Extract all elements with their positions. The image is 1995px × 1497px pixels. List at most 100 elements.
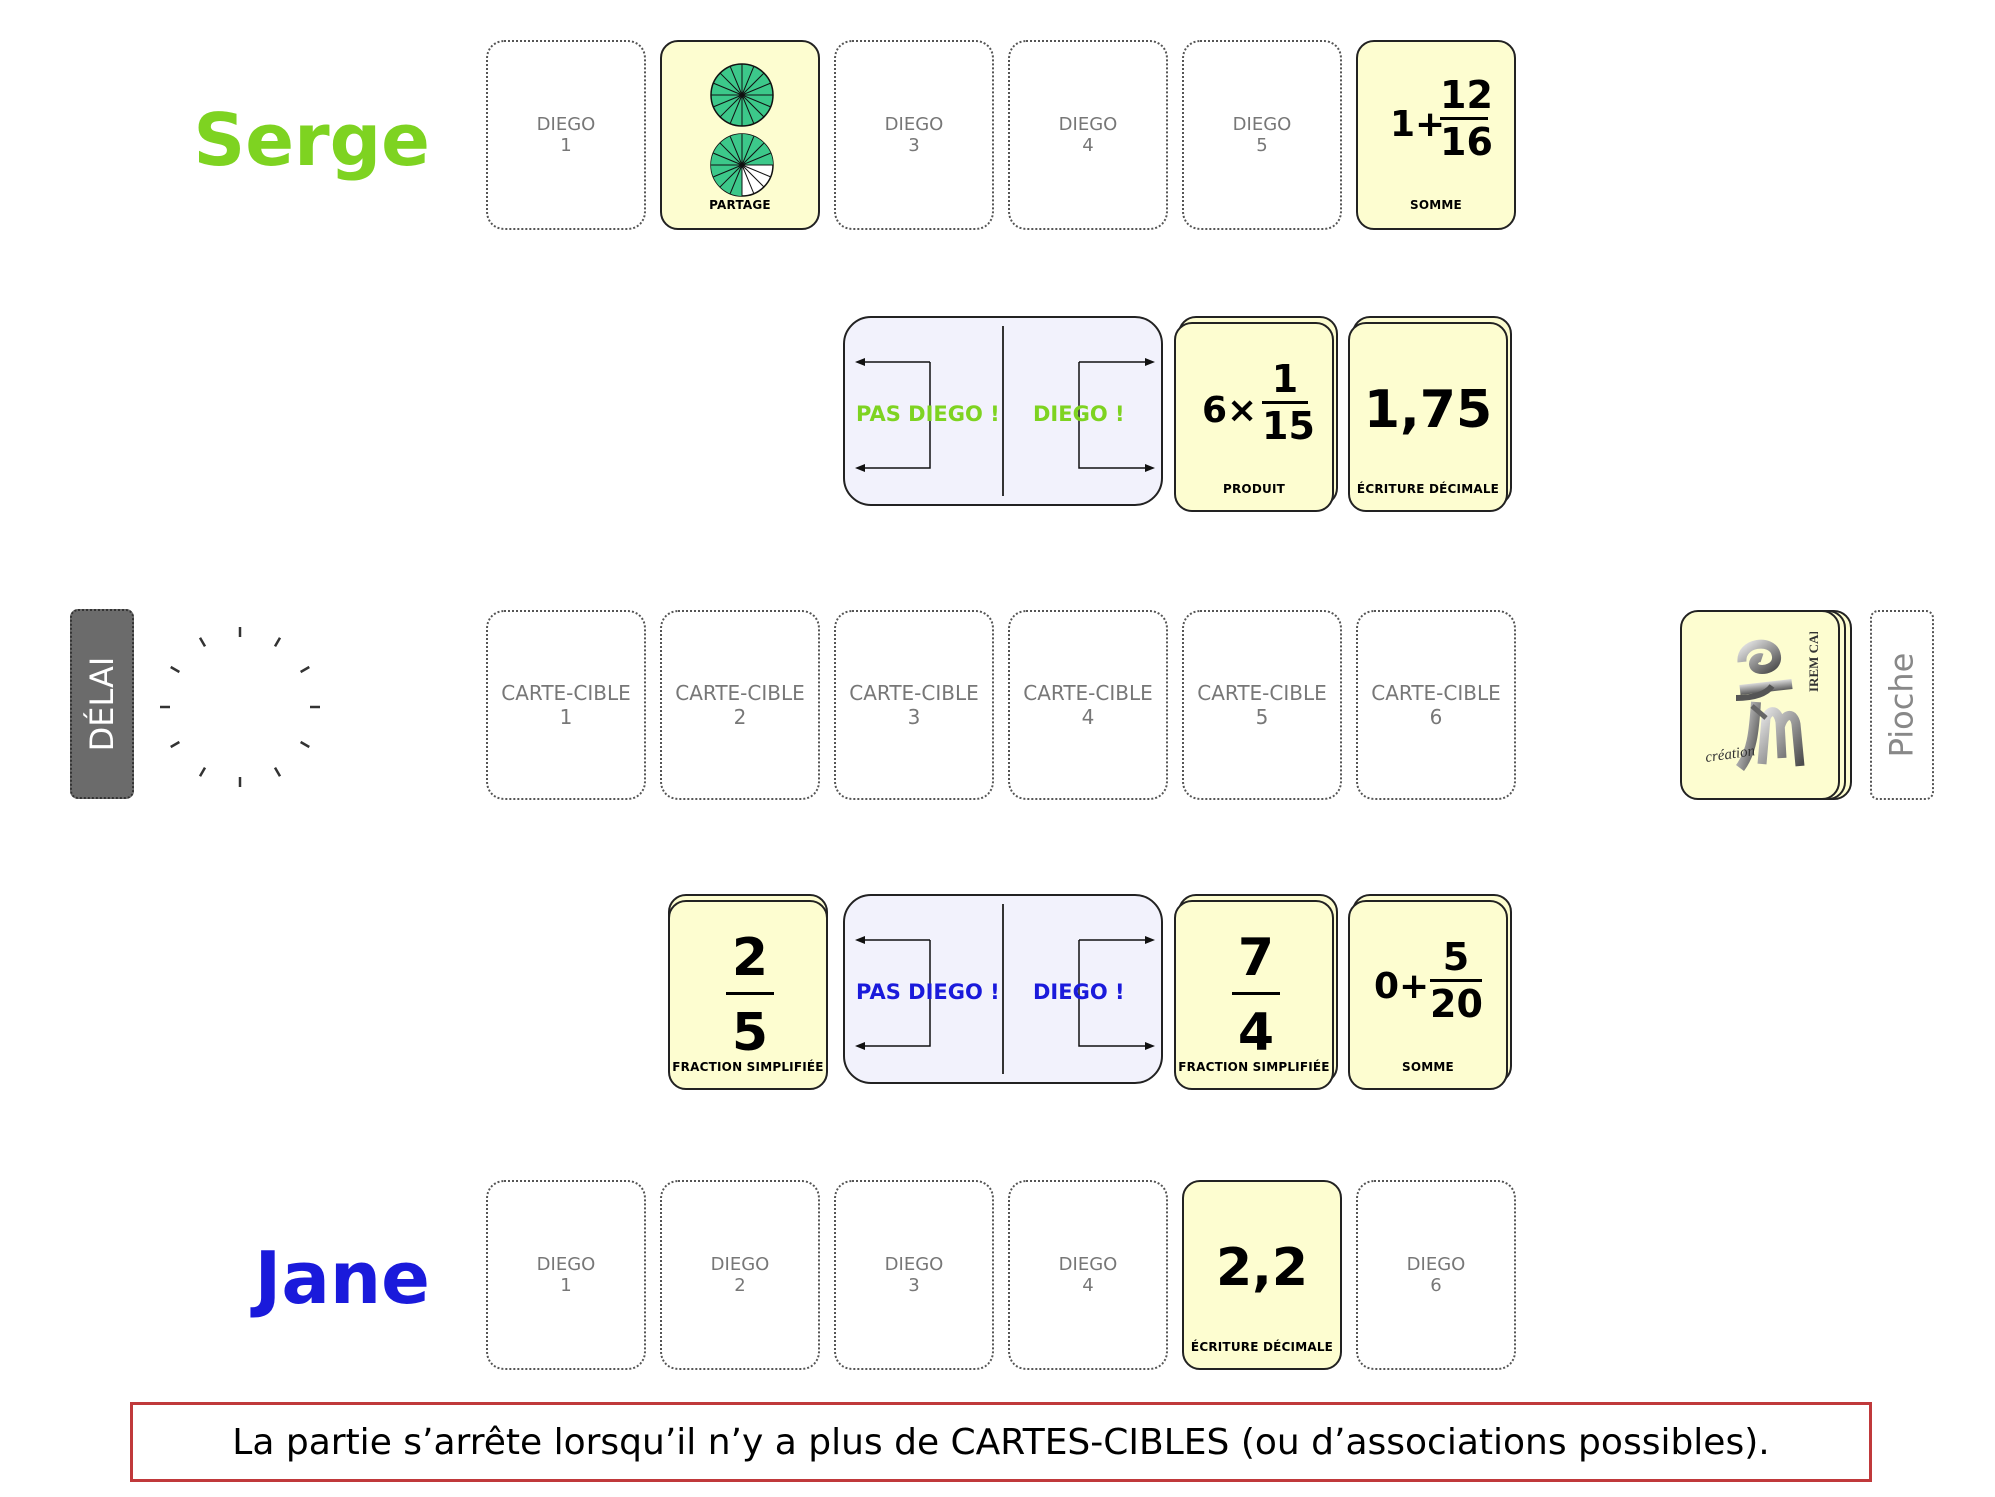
slot-number: 1 (560, 135, 572, 156)
fraction: 12 16 (1440, 73, 1493, 164)
pas-diego-label[interactable]: PAS DIEGO ! (856, 402, 1000, 426)
serge-slot-1[interactable]: DIEGO 1 (486, 40, 646, 230)
card-caption: SOMME (1402, 1060, 1454, 1074)
jane-decision-board: PAS DIEGO ! DIEGO ! (843, 894, 1163, 1084)
numerator: 7 (1237, 928, 1275, 988)
slot-label: CARTE-CIBLE (675, 681, 805, 705)
expr-prefix: 0+ (1374, 966, 1430, 1007)
svg-text:IREM CAEN: IREM CAEN (1806, 632, 1821, 692)
denominator: 15 (1262, 404, 1315, 448)
denominator: 4 (1237, 1003, 1275, 1063)
card-caption: ÉCRITURE DÉCIMALE (1190, 1340, 1334, 1354)
card-value: 2,2 (1215, 1238, 1309, 1298)
slot-label: DIEGO (710, 1254, 770, 1275)
slot-label: DIEGO (1406, 1254, 1466, 1275)
target-slot-4[interactable]: CARTE-CIBLE 4 (1008, 610, 1168, 800)
denominator: 16 (1440, 120, 1493, 164)
jane-card-fraction-b[interactable]: 7 4 FRACTION SIMPLIFIÉE (1174, 900, 1334, 1090)
slot-label: CARTE-CIBLE (501, 681, 631, 705)
jane-slot-3[interactable]: DIEGO 3 (834, 1180, 994, 1370)
serge-card-partage[interactable]: PARTAGE (660, 40, 820, 230)
irem-logo-icon: IREM CAEN création (1704, 632, 1821, 771)
expr-prefix: 1+ (1390, 104, 1446, 145)
numerator: 2 (731, 928, 769, 988)
timer-label: DÉLAI (83, 656, 121, 752)
card-caption: PARTAGE (709, 198, 771, 212)
slot-number: 5 (1256, 135, 1268, 156)
player-name-serge: Serge (193, 98, 430, 182)
jane-slot-2[interactable]: DIEGO 2 (660, 1180, 820, 1370)
slot-number: 2 (733, 705, 747, 729)
slot-number: 1 (560, 1275, 572, 1296)
arrows-icon (855, 936, 1155, 1050)
slot-number: 4 (1082, 135, 1094, 156)
card-caption: PRODUIT (1223, 482, 1285, 496)
timer-button[interactable]: DÉLAI (70, 609, 134, 799)
target-slot-3[interactable]: CARTE-CIBLE 3 (834, 610, 994, 800)
rule-banner: La partie s’arrête lorsqu’il n’y a plus … (130, 1402, 1872, 1482)
card-caption: SOMME (1410, 198, 1462, 212)
jane-card-fraction-a[interactable]: 2 5 FRACTION SIMPLIFIÉE (668, 900, 828, 1090)
target-slot-1[interactable]: CARTE-CIBLE 1 (486, 610, 646, 800)
jane-slot-4[interactable]: DIEGO 4 (1008, 1180, 1168, 1370)
serge-slot-3[interactable]: DIEGO 3 (834, 40, 994, 230)
decision-divider (1002, 326, 1004, 496)
target-slot-2[interactable]: CARTE-CIBLE 2 (660, 610, 820, 800)
jane-slot-6[interactable]: DIEGO 6 (1356, 1180, 1516, 1370)
player-name-jane: Jane (254, 1236, 430, 1320)
serge-card-decimale[interactable]: 1,75 ÉCRITURE DÉCIMALE (1348, 322, 1508, 512)
fraction-bar (1262, 401, 1308, 404)
denominator: 20 (1430, 982, 1483, 1026)
card-caption: FRACTION SIMPLIFIÉE (672, 1060, 824, 1074)
expr-prefix: 6× (1202, 390, 1258, 431)
card-caption: ÉCRITURE DÉCIMALE (1356, 482, 1500, 496)
slot-number: 6 (1429, 705, 1443, 729)
discard-label: Pioche (1882, 652, 1921, 758)
slot-label: DIEGO (536, 114, 596, 135)
fraction: 5 20 (1430, 938, 1483, 1026)
serge-card-somme[interactable]: 1+ 12 16 SOMME (1356, 40, 1516, 230)
slot-number: 5 (1255, 705, 1269, 729)
slot-number: 3 (907, 705, 921, 729)
slot-number: 4 (1082, 1275, 1094, 1296)
slot-label: CARTE-CIBLE (1023, 681, 1153, 705)
fraction-bar (1430, 979, 1482, 982)
jane-slot-1[interactable]: DIEGO 1 (486, 1180, 646, 1370)
rule-text: La partie s’arrête lorsqu’il n’y a plus … (232, 1421, 1770, 1463)
fraction: 2 5 (726, 932, 774, 1059)
slot-label: DIEGO (536, 1254, 596, 1275)
numerator: 12 (1440, 73, 1493, 117)
jane-card-decimale[interactable]: 2,2 ÉCRITURE DÉCIMALE (1182, 1180, 1342, 1370)
slot-label: DIEGO (884, 1254, 944, 1275)
diego-label[interactable]: DIEGO ! (1033, 980, 1125, 1004)
denominator: 5 (731, 1003, 769, 1063)
target-slot-6[interactable]: CARTE-CIBLE 6 (1356, 610, 1516, 800)
pie-icon-partial (710, 133, 774, 197)
slot-number: 6 (1430, 1275, 1442, 1296)
serge-card-produit[interactable]: 6× 1 15 PRODUIT (1174, 322, 1334, 512)
serge-slot-4[interactable]: DIEGO 4 (1008, 40, 1168, 230)
numerator: 1 (1271, 357, 1299, 401)
card-caption: FRACTION SIMPLIFIÉE (1178, 1060, 1330, 1074)
arrows-icon (855, 358, 1155, 472)
diego-label[interactable]: DIEGO ! (1033, 402, 1125, 426)
target-slot-5[interactable]: CARTE-CIBLE 5 (1182, 610, 1342, 800)
serge-slot-5[interactable]: DIEGO 5 (1182, 40, 1342, 230)
clock-icon (160, 627, 320, 787)
slot-label: CARTE-CIBLE (1371, 681, 1501, 705)
pie-icon-full (710, 63, 774, 127)
fraction: 7 4 (1232, 932, 1280, 1059)
pas-diego-label[interactable]: PAS DIEGO ! (856, 980, 1000, 1004)
serge-decision-board: PAS DIEGO ! DIEGO ! (843, 316, 1163, 506)
decision-divider (1002, 904, 1004, 1074)
slot-number: 2 (734, 1275, 746, 1296)
slot-label: CARTE-CIBLE (1197, 681, 1327, 705)
slot-label: DIEGO (884, 114, 944, 135)
fraction: 1 15 (1262, 357, 1315, 448)
draw-deck[interactable]: IREM CAEN création (1680, 610, 1840, 800)
card-value: 1,75 (1363, 380, 1493, 440)
fraction-bar (1232, 992, 1280, 995)
discard-pile[interactable]: Pioche (1870, 610, 1934, 800)
jane-card-somme[interactable]: 0+ 5 20 SOMME (1348, 900, 1508, 1090)
slot-number: 1 (559, 705, 573, 729)
